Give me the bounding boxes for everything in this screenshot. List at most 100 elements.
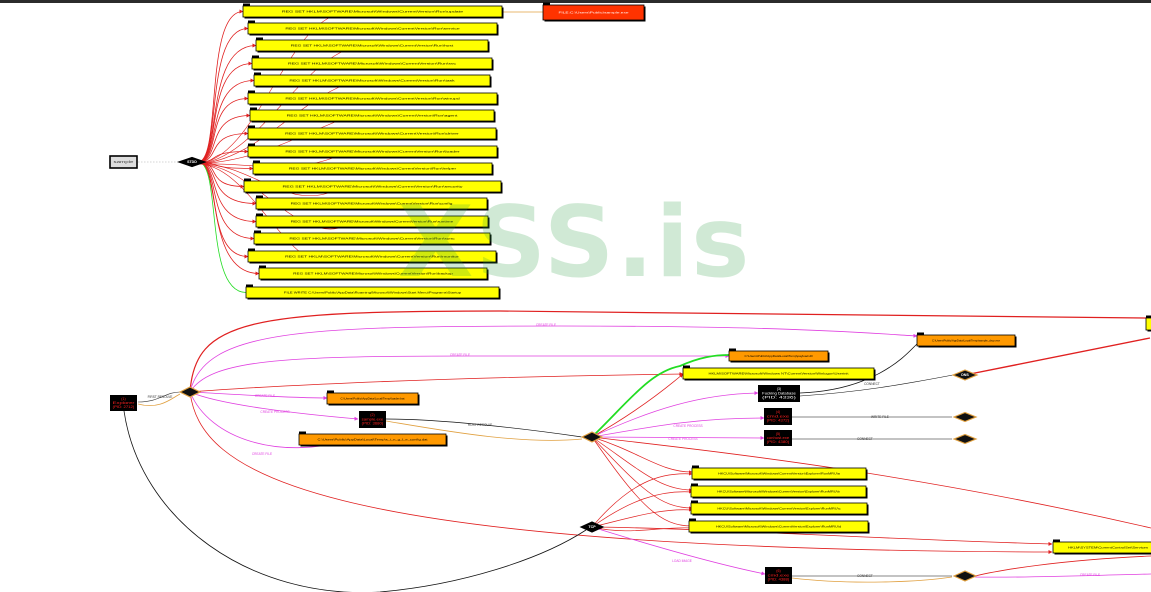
- edge-root-proc-a: [189, 391, 359, 421]
- registry-node-12[interactable]: [255, 215, 489, 228]
- registry-node-13-tab: [254, 230, 261, 234]
- edge-root-long-yellow: [189, 372, 684, 393]
- edge-mid-yrow-2: [591, 436, 693, 510]
- edge-hub3-yrow-3: [591, 526, 693, 532]
- registry-node-2-label: REG SET HKLM\SOFTWARE\Microsoft\Windows\…: [291, 43, 454, 47]
- edge-label: FIRST RESOLVE: [148, 395, 173, 399]
- edge-mid-yrow-0: [591, 436, 693, 474]
- registry-node-16[interactable]: [245, 286, 500, 299]
- registry-node-1[interactable]: [247, 22, 498, 35]
- registry-node-5[interactable]: [247, 92, 498, 105]
- orange-node-1[interactable]: [728, 350, 829, 362]
- registry-node-3[interactable]: [251, 57, 493, 70]
- registry-node-11[interactable]: [255, 197, 488, 210]
- registry-node-13[interactable]: [253, 232, 491, 245]
- yellow-node-long[interactable]: [682, 367, 875, 380]
- registry-node-2[interactable]: [255, 39, 489, 52]
- edge-hub3-yrow-2: [591, 508, 693, 528]
- process-e-name: cmd.exe: [768, 573, 790, 577]
- yellow-row-3-tab: [689, 518, 696, 522]
- yellow-row-0-tab: [692, 465, 699, 469]
- edge-hub-row-7: [197, 131, 249, 163]
- yellow-node-right-bottom[interactable]: [1052, 541, 1151, 554]
- file-node[interactable]: [542, 4, 645, 21]
- registry-node-10-tab: [244, 178, 251, 182]
- yellow-node-long-tab: [683, 365, 690, 369]
- process-c-index: (4): [776, 410, 780, 414]
- edge-label: CREATE FILE: [252, 452, 272, 456]
- hub-node[interactable]: [177, 156, 207, 168]
- hub-mid[interactable]: [580, 431, 604, 443]
- edge-root-proc-hub-b: [137, 393, 181, 406]
- registry-node-9-tab: [253, 160, 260, 164]
- edge-mid-procc: [591, 416, 765, 438]
- edge-hubE-right-m: [974, 573, 1151, 578]
- registry-node-10[interactable]: [243, 180, 502, 193]
- registry-node-12-label: REG SET HKLM\SOFTWARE\Microsoft\Windows\…: [291, 219, 454, 223]
- hub-dns[interactable]: [951, 369, 979, 381]
- registry-node-15-label: REG SET HKLM\SOFTWARE\Microsoft\Windows\…: [293, 271, 453, 275]
- yellow-row-2[interactable]: [690, 502, 868, 515]
- registry-node-12-tab: [256, 213, 263, 217]
- edge-proce-hub-b: [791, 576, 953, 583]
- edge-hub-row-5: [197, 96, 249, 163]
- orange-node-0-tab: [917, 332, 924, 336]
- edge-label: HOST RESOLVE: [468, 423, 493, 427]
- source-node[interactable]: [109, 155, 138, 169]
- process-root-name: Explorer: [113, 401, 136, 405]
- hub-node-label: STDD: [187, 160, 197, 164]
- registry-node-8[interactable]: [247, 145, 498, 158]
- process-a-pid: (PID: 3680): [362, 422, 384, 426]
- registry-node-0-tab: [243, 3, 250, 7]
- registry-node-11-label: REG SET HKLM\SOFTWARE\Microsoft\Windows\…: [291, 201, 453, 205]
- orange-node-0[interactable]: [916, 334, 1016, 347]
- edge-label: CREATE FILE: [536, 323, 556, 327]
- process-c[interactable]: [764, 408, 792, 425]
- orange-node-3[interactable]: [298, 433, 447, 446]
- edge-mid-long: [591, 373, 684, 438]
- edge-hubE-right: [974, 555, 1151, 577]
- registry-node-9-label: REG SET HKLM\SOFTWARE\Microsoft\Windows\…: [289, 166, 456, 170]
- hub-small-2[interactable]: [952, 433, 978, 445]
- edge-mid-orange-green: [591, 354, 730, 438]
- orange-node-2[interactable]: [326, 392, 419, 405]
- registry-node-4[interactable]: [253, 74, 491, 87]
- process-root[interactable]: [110, 395, 137, 411]
- yellow-row-1[interactable]: [690, 485, 867, 498]
- edge-label: CREATE FILE: [255, 394, 275, 398]
- process-a[interactable]: [359, 411, 386, 428]
- hub-root[interactable]: [178, 386, 202, 398]
- registry-node-6[interactable]: [249, 109, 495, 122]
- edge-hub3-yrow-1: [591, 490, 693, 528]
- process-a-name: sample.exe: [362, 417, 384, 421]
- hub-small-3[interactable]: [952, 570, 978, 582]
- edge-hub3-bottom-yellow: [591, 526, 1053, 546]
- orange-node-2-label: C:\Users\Public\AppData\Local\Temp\loade…: [341, 396, 405, 400]
- registry-node-14[interactable]: [247, 250, 497, 263]
- hub-three-label: TCP: [588, 525, 596, 529]
- registry-node-5-label: REG SET HKLM\SOFTWARE\Microsoft\Windows\…: [285, 96, 460, 100]
- yellow-row-3[interactable]: [688, 520, 869, 533]
- registry-node-0[interactable]: [242, 5, 503, 18]
- yellow-row-0[interactable]: [691, 467, 867, 480]
- process-e[interactable]: [765, 567, 792, 584]
- yellow-row-1-label: HKCU\Software\Microsoft\Windows\CurrentV…: [717, 489, 840, 493]
- registry-node-8-tab: [248, 143, 255, 147]
- registry-node-7[interactable]: [247, 127, 497, 140]
- hub-small-1[interactable]: [952, 411, 978, 423]
- registry-node-9[interactable]: [252, 162, 493, 175]
- orange-node-3-tab: [299, 431, 306, 435]
- yellow-node-long-label: HKLM\SOFTWARE\Microsoft\Windows NT\Curre…: [709, 371, 849, 375]
- hub-three[interactable]: [579, 521, 605, 533]
- edge-hub-row-16: [197, 161, 247, 293]
- yellow-node-right-top[interactable]: [1145, 317, 1151, 331]
- edge-label: LOAD IMAGE: [672, 559, 692, 563]
- registry-node-7-tab: [248, 125, 255, 129]
- registry-node-15[interactable]: [258, 267, 488, 280]
- registry-node-7-label: REG SET HKLM\SOFTWARE\Microsoft\Windows\…: [285, 131, 459, 135]
- process-d[interactable]: [764, 430, 792, 446]
- graph-nodes: REG SET HKLM\SOFTWARE\Microsoft\Windows\…: [109, 2, 1151, 584]
- process-b[interactable]: [758, 385, 800, 402]
